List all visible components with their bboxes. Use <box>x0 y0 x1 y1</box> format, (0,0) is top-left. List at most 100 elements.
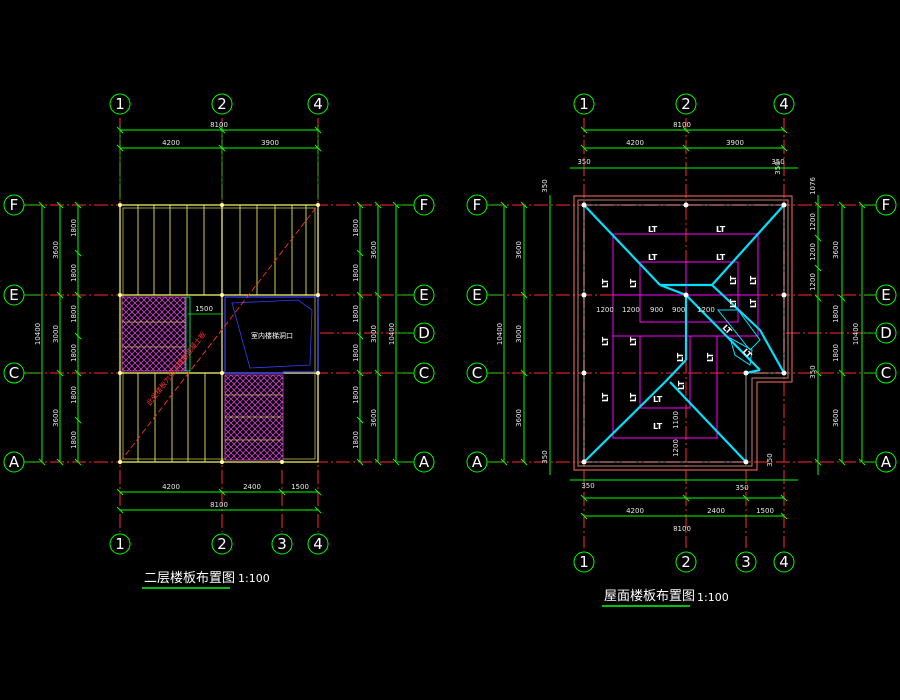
right-dim-g3: 3600 <box>370 409 378 427</box>
left-axis-labels: 1 2 4 1 2 3 4 F E C A F E D C A <box>9 95 430 553</box>
left-top-total: 8100 <box>210 121 228 129</box>
roof-right-g1: 3600 <box>832 241 840 259</box>
stair-edge-marker <box>185 296 191 372</box>
left-axis-lines <box>28 118 412 532</box>
roof-axis-3-bottom: 3 <box>741 553 751 571</box>
roof-right-top-off: 1076 <box>809 177 817 195</box>
left-plan-title: 二层楼板布置图 <box>144 571 235 586</box>
opening-label: 室内楼梯洞口 <box>251 331 293 340</box>
roof-right-r3: 1200 <box>809 273 817 291</box>
right-axis-labels: 1 2 4 1 2 3 4 F E C A F E D C A <box>472 95 892 571</box>
roof-axis-4-bottom: 4 <box>779 553 789 571</box>
inner-dim-d: 900 <box>672 306 685 314</box>
lt-label: LT <box>601 278 610 288</box>
roof-right-r2: 1200 <box>809 243 817 261</box>
left-bottom-total: 8100 <box>210 501 228 509</box>
right-dim-s1: 1800 <box>352 219 360 237</box>
roof-right-overhang-b: 350 <box>766 453 774 466</box>
left-top-seg2: 3900 <box>261 139 279 147</box>
roof-walls <box>583 204 785 463</box>
right-dim-s5: 1800 <box>352 386 360 404</box>
roof-top-seg1: 4200 <box>626 139 644 147</box>
left-bottom-seg2: 2400 <box>243 483 261 491</box>
roof-top-total: 8100 <box>673 121 691 129</box>
left-plan-scale: 1:100 <box>238 572 270 585</box>
roof-axis-e-left: E <box>472 286 481 304</box>
roof-bottom-seg3: 1500 <box>756 507 774 515</box>
roof-bottom-overhang-l: 350 <box>581 482 594 490</box>
lt-labels: LT LT LT LT LT LT LT LT LT LT LT LT LT L… <box>601 225 758 431</box>
roof-axis-2-bottom: 2 <box>681 553 691 571</box>
left-dim-s1: 1800 <box>70 219 78 237</box>
left-hatch-joists <box>122 321 283 441</box>
lt-label: LT <box>601 336 610 346</box>
axis-4-top: 4 <box>313 95 323 113</box>
right-dim-total: 10400 <box>388 323 396 345</box>
inner-dim-c: 900 <box>650 306 663 314</box>
left-dimension-lines <box>38 125 400 514</box>
left-bottom-seg3: 1500 <box>291 483 309 491</box>
right-dim-s2: 1800 <box>352 264 360 282</box>
left-dim-g1: 3600 <box>52 241 60 259</box>
roof-top-overhang-r: 350 <box>771 158 784 166</box>
axis-4-bottom: 4 <box>313 535 323 553</box>
roof-right-r1: 1200 <box>809 213 817 231</box>
left-dim-s3: 1800 <box>70 305 78 323</box>
lt-label: LT <box>648 225 658 234</box>
axis-2-top: 2 <box>217 95 227 113</box>
axis-1-bottom: 1 <box>115 535 125 553</box>
lt-label: LT <box>716 253 726 262</box>
roof-bottom-seg1: 4200 <box>626 507 644 515</box>
right-plan-scale: 1:100 <box>697 591 729 604</box>
roof-axis-2-top: 2 <box>681 95 691 113</box>
roof-axis-f-left: F <box>473 196 482 214</box>
axis-1-top: 1 <box>115 95 125 113</box>
axis-a-right: A <box>419 453 430 471</box>
roof-axis-c-right: C <box>881 364 891 382</box>
lt-label: LT <box>601 392 610 402</box>
lt-label: LT <box>749 298 758 308</box>
right-dimension-lines <box>500 126 866 520</box>
lt-label: LT <box>741 347 754 360</box>
roof-axis-a-right: A <box>881 453 892 471</box>
lt-label: LT <box>629 336 638 346</box>
roof-axis-e-right: E <box>881 286 890 304</box>
roof-left-g3: 3600 <box>515 409 523 427</box>
left-dim-s6: 1800 <box>70 431 78 449</box>
axis-a-left: A <box>9 453 20 471</box>
lt-label: LT <box>729 298 738 308</box>
roof-axis-1-bottom: 1 <box>579 553 589 571</box>
roof-axis-a-left: A <box>472 453 483 471</box>
left-top-seg1: 4200 <box>162 139 180 147</box>
roof-top-overhang-l: 350 <box>577 158 590 166</box>
lt-label: LT <box>706 352 715 362</box>
lt-label: LT <box>729 275 738 285</box>
left-slab-joists <box>137 205 307 462</box>
axis-2-bottom: 2 <box>217 535 227 553</box>
left-dim-g2: 3000 <box>52 325 60 343</box>
lt-label: LT <box>749 275 758 285</box>
roof-left-total: 10400 <box>496 323 504 345</box>
left-dim-g3: 3600 <box>52 409 60 427</box>
roof-bottom-overhang-r: 350 <box>735 484 748 492</box>
right-roof-plan: LT LT LT LT LT LT LT LT LT LT LT LT LT L… <box>466 93 897 607</box>
lt-label: LT <box>716 225 726 234</box>
right-dim-g1: 3600 <box>370 241 378 259</box>
roof-axis-4-top: 4 <box>779 95 789 113</box>
axis-d-right: D <box>418 324 430 342</box>
roof-axis-1-top: 1 <box>579 95 589 113</box>
left-bubble-leaders <box>24 204 414 463</box>
left-hatch-area-1 <box>121 296 186 372</box>
roof-right-g3: 3600 <box>832 409 840 427</box>
roof-left-g1: 3600 <box>515 241 523 259</box>
inner-dim-a: 1200 <box>596 306 614 314</box>
roof-top-seg2: 3900 <box>726 139 744 147</box>
left-bottom-seg1: 4200 <box>162 483 180 491</box>
roof-bottom-total: 8100 <box>673 525 691 533</box>
lt-label: LT <box>677 380 686 390</box>
left-columns <box>118 203 320 464</box>
roof-right-s2: 1800 <box>832 344 840 362</box>
left-dim-s5: 1800 <box>70 386 78 404</box>
right-dim-s6: 1800 <box>352 431 360 449</box>
roof-ridge-inner <box>716 309 761 366</box>
